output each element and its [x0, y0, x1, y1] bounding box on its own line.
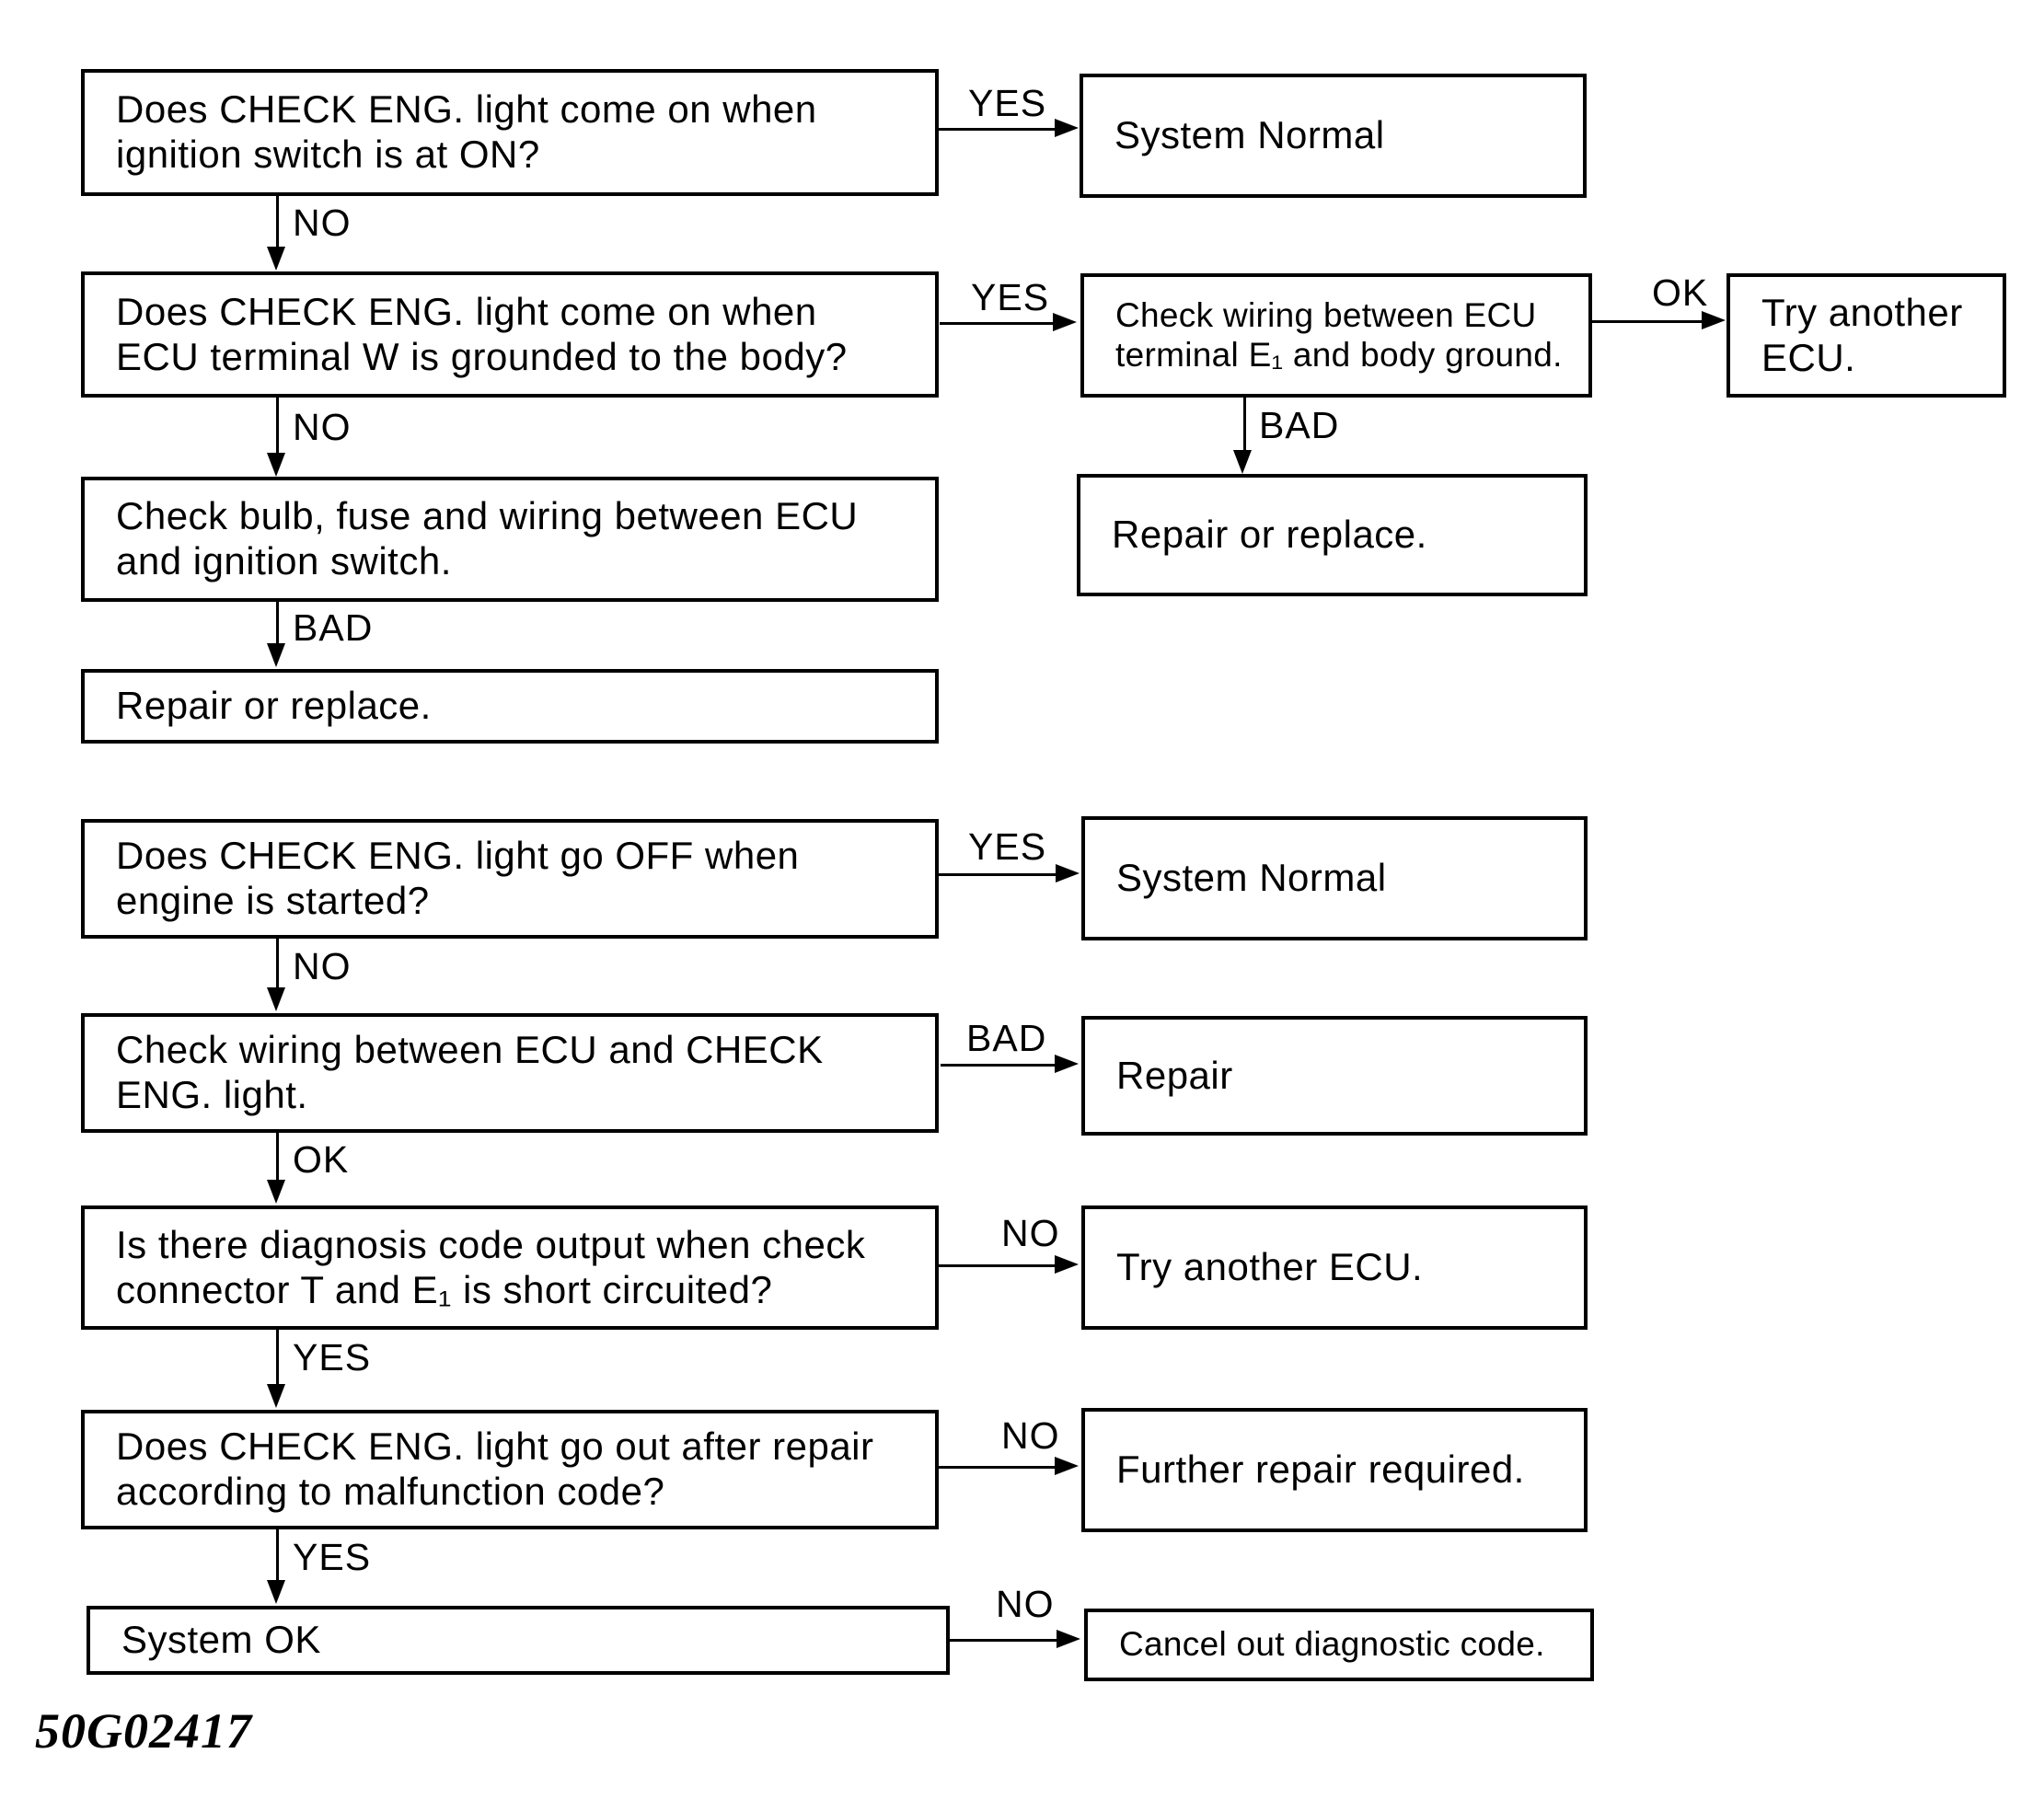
node-further-repair-required: Further repair required. — [1081, 1408, 1588, 1532]
connector-systemok-no-line — [950, 1639, 1058, 1642]
arrowhead-right-icon — [1053, 313, 1077, 331]
arrowhead-right-icon — [1055, 1055, 1079, 1073]
node-check-wiring-check-eng-light: Check wiring between ECU and CHECK ENG. … — [81, 1013, 939, 1133]
node-q1-check-eng-ignition: Does CHECK ENG. light come on when ignit… — [81, 69, 939, 196]
node-system-normal-1: System Normal — [1080, 74, 1587, 198]
node-q5-light-out-after-repair: Does CHECK ENG. light go out after repai… — [81, 1410, 939, 1529]
edge-label-q1-no: NO — [293, 202, 352, 244]
node-try-another-ecu-2: Try another ECU. — [1081, 1205, 1588, 1330]
node-repair: Repair — [1081, 1016, 1588, 1136]
node-try-another-ecu-1: Try another ECU. — [1726, 273, 2006, 398]
node-q2-terminal-w-grounded: Does CHECK ENG. light come on when ECU t… — [81, 271, 939, 398]
edge-label-q1-yes: YES — [968, 82, 1047, 124]
edge-label-q2-yes: YES — [971, 276, 1050, 318]
arrowhead-right-icon — [1057, 1630, 1080, 1648]
connector-bad-repair-right-line — [1243, 398, 1246, 452]
edge-label-q5-no: NO — [1001, 1414, 1060, 1457]
edge-label-ok-diagnosis: OK — [293, 1138, 350, 1181]
arrowhead-down-icon — [267, 643, 285, 667]
arrowhead-down-icon — [267, 1384, 285, 1408]
connector-ok-try-ecu-line — [1590, 320, 1703, 323]
node-system-normal-2: System Normal — [1081, 816, 1588, 940]
edge-label-bad-right: BAD — [1259, 404, 1340, 446]
edge-label-q4-yes: YES — [293, 1336, 372, 1378]
node-check-bulb-fuse-wiring: Check bulb, fuse and wiring between ECU … — [81, 477, 939, 602]
node-repair-or-replace-right: Repair or replace. — [1077, 474, 1588, 596]
connector-q1-yes-line — [939, 128, 1057, 131]
arrowhead-right-icon — [1055, 119, 1079, 137]
edge-label-q3-yes: YES — [968, 825, 1047, 868]
connector-q1-no-line — [276, 196, 279, 248]
edge-label-ok-try-ecu: OK — [1652, 271, 1709, 314]
node-q3-light-off-engine-started: Does CHECK ENG. light go OFF when engine… — [81, 819, 939, 939]
connector-q4-yes-line — [276, 1330, 279, 1386]
arrowhead-down-icon — [267, 1180, 285, 1204]
arrowhead-right-icon — [1055, 1255, 1079, 1274]
edge-label-bad-left: BAD — [293, 606, 374, 649]
connector-bad-repair-line — [941, 1064, 1057, 1067]
edge-label-systemok-no: NO — [996, 1583, 1055, 1625]
edge-label-q4-no: NO — [1001, 1212, 1060, 1254]
arrowhead-down-icon — [267, 1580, 285, 1604]
connector-q5-yes-line — [276, 1529, 279, 1582]
arrowhead-down-icon — [1233, 450, 1252, 474]
connector-q2-yes-line — [940, 322, 1055, 325]
node-system-ok: System OK — [87, 1606, 950, 1675]
edge-label-bad-wiring: BAD — [966, 1017, 1047, 1059]
edge-label-q5-yes: YES — [293, 1536, 372, 1578]
node-cancel-diagnostic-code: Cancel out diagnostic code. — [1084, 1609, 1594, 1681]
connector-bad-repair-left-line — [276, 602, 279, 645]
node-q4-diagnosis-code-output: Is there diagnosis code output when chec… — [81, 1205, 939, 1330]
connector-q3-no-line — [276, 939, 279, 989]
figure-code: 50G02417 — [35, 1703, 252, 1759]
connector-q2-no-line — [276, 398, 279, 455]
connector-q3-yes-line — [939, 873, 1058, 876]
arrowhead-right-icon — [1055, 1457, 1079, 1475]
arrowhead-down-icon — [267, 453, 285, 477]
edge-label-q2-no: NO — [293, 406, 352, 448]
arrowhead-down-icon — [267, 247, 285, 271]
connector-q5-no-line — [939, 1466, 1057, 1469]
connector-q4-no-line — [939, 1264, 1057, 1267]
edge-label-q3-no: NO — [293, 945, 352, 987]
arrowhead-right-icon — [1702, 311, 1726, 329]
node-repair-or-replace-left: Repair or replace. — [81, 669, 939, 744]
arrowhead-down-icon — [267, 987, 285, 1011]
connector-ok-diagnosis-line — [276, 1133, 279, 1182]
node-check-wiring-e1-ground: Check wiring between ECU terminal E₁ and… — [1080, 273, 1592, 398]
arrowhead-right-icon — [1056, 864, 1080, 882]
